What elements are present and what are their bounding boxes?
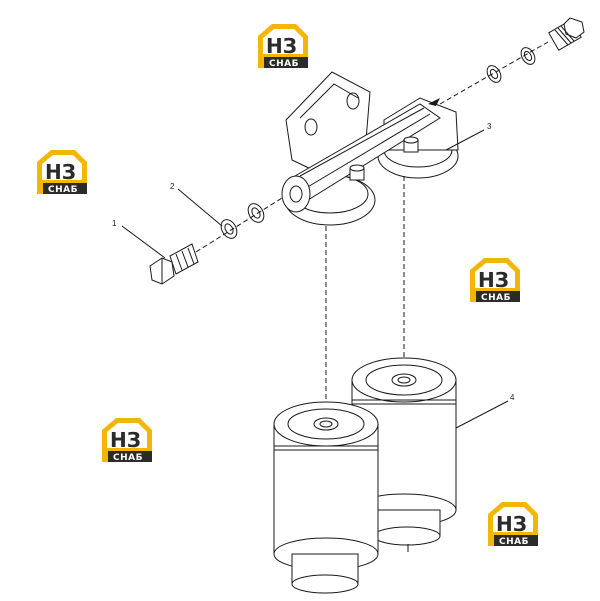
sealing-washer-top-2 bbox=[486, 65, 502, 83]
watermark-sub-text: СНАБ bbox=[48, 185, 78, 195]
fuel-filter-front bbox=[273, 401, 379, 594]
watermark-logo-top: НЗ СНАБ bbox=[258, 24, 308, 69]
sealing-washer-left-1 bbox=[247, 203, 265, 223]
assembly-line-top bbox=[439, 41, 549, 105]
watermark-logo-left: НЗ СНАБ bbox=[37, 150, 87, 195]
watermark-main-text: НЗ bbox=[110, 428, 141, 452]
watermark-logo-bottom-right: НЗ СНАБ bbox=[488, 502, 538, 547]
callout-4-label: 4 bbox=[510, 393, 515, 402]
bleed-screw-right bbox=[403, 136, 419, 153]
watermark-main-text: НЗ bbox=[496, 512, 527, 536]
watermark-main-text: НЗ bbox=[478, 268, 509, 292]
banjo-bolt-top bbox=[548, 17, 585, 51]
callout-1: 1 bbox=[112, 219, 166, 259]
sealing-washer-left-2 bbox=[220, 219, 238, 239]
watermark-logo-bottom-left: НЗ СНАБ bbox=[102, 418, 152, 463]
watermark-logo-right: НЗ СНАБ bbox=[470, 258, 520, 303]
callout-1-label: 1 bbox=[112, 219, 117, 228]
assembly-line-left bbox=[195, 197, 283, 253]
bleed-screw-left bbox=[349, 164, 365, 181]
callout-3: 3 bbox=[445, 122, 492, 151]
watermark-main-text: НЗ bbox=[266, 34, 297, 58]
watermark-main-text: НЗ bbox=[45, 160, 76, 184]
filter-head bbox=[281, 71, 459, 226]
callout-3-label: 3 bbox=[487, 122, 492, 131]
callout-4: 4 bbox=[455, 393, 515, 429]
watermark-sub-text: СНАБ bbox=[269, 59, 299, 69]
watermark-sub-text: СНАБ bbox=[499, 537, 529, 547]
callout-2: 2 bbox=[170, 182, 223, 227]
watermark-sub-text: СНАБ bbox=[113, 453, 143, 463]
callout-2-label: 2 bbox=[170, 182, 175, 191]
banjo-bolt-left bbox=[149, 243, 199, 285]
watermark-sub-text: СНАБ bbox=[481, 293, 511, 303]
sealing-washer-top-1 bbox=[520, 47, 536, 65]
